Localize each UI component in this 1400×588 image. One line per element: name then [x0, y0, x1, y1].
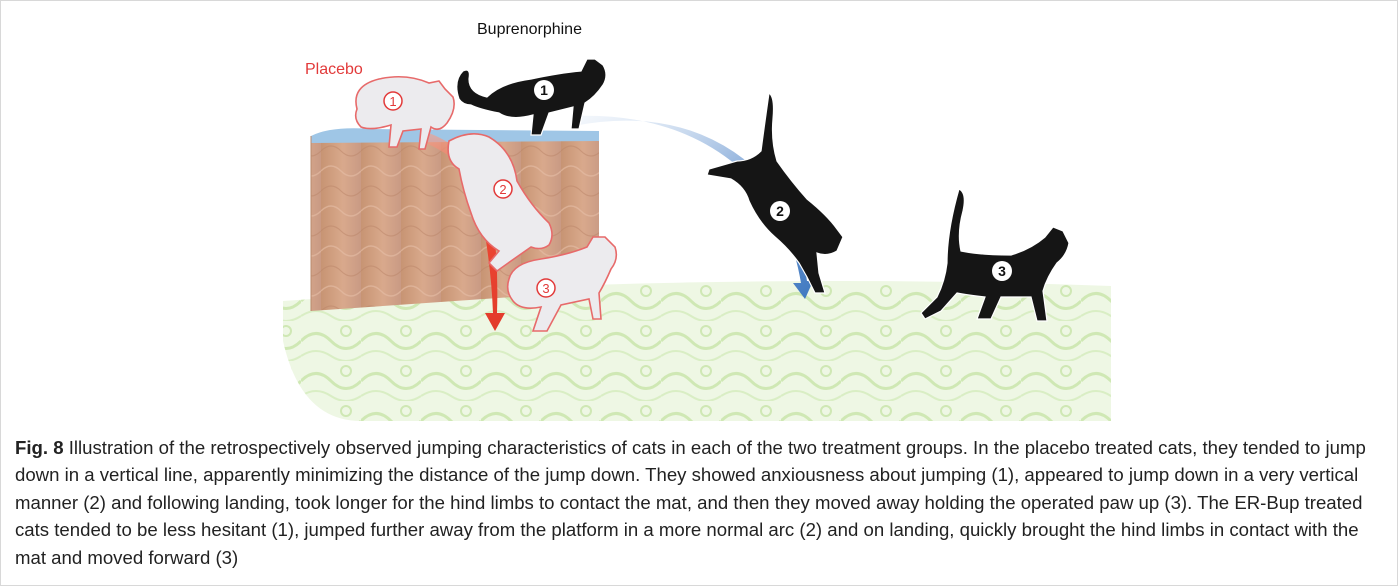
- buprenorphine-label: Buprenorphine: [477, 21, 582, 38]
- cat-number-label: 3: [542, 281, 549, 296]
- placebo-cat-2: 2: [447, 133, 553, 273]
- cat-number-label: 2: [776, 203, 784, 219]
- figure-caption-label: Fig. 8: [15, 437, 64, 458]
- placebo-label: Placebo: [305, 61, 363, 78]
- figure-illustration: 1 2 3 1 2 3: [283, 58, 1111, 421]
- cat-number-label: 1: [389, 94, 396, 109]
- buprenorphine-cat-2: 2: [706, 91, 844, 294]
- placebo-cat-3: 3: [506, 236, 618, 332]
- figure-caption: Fig. 8 Illustration of the retrospective…: [15, 434, 1387, 571]
- buprenorphine-cat-1: 1: [456, 58, 607, 136]
- cat-number-label: 1: [540, 82, 548, 98]
- placebo-cat-1: 1: [354, 75, 455, 150]
- buprenorphine-cat-3: 3: [920, 188, 1070, 322]
- cat-number-label: 2: [499, 182, 506, 197]
- cat-number-label: 3: [998, 263, 1006, 279]
- figure-caption-text: Illustration of the retrospectively obse…: [15, 437, 1366, 568]
